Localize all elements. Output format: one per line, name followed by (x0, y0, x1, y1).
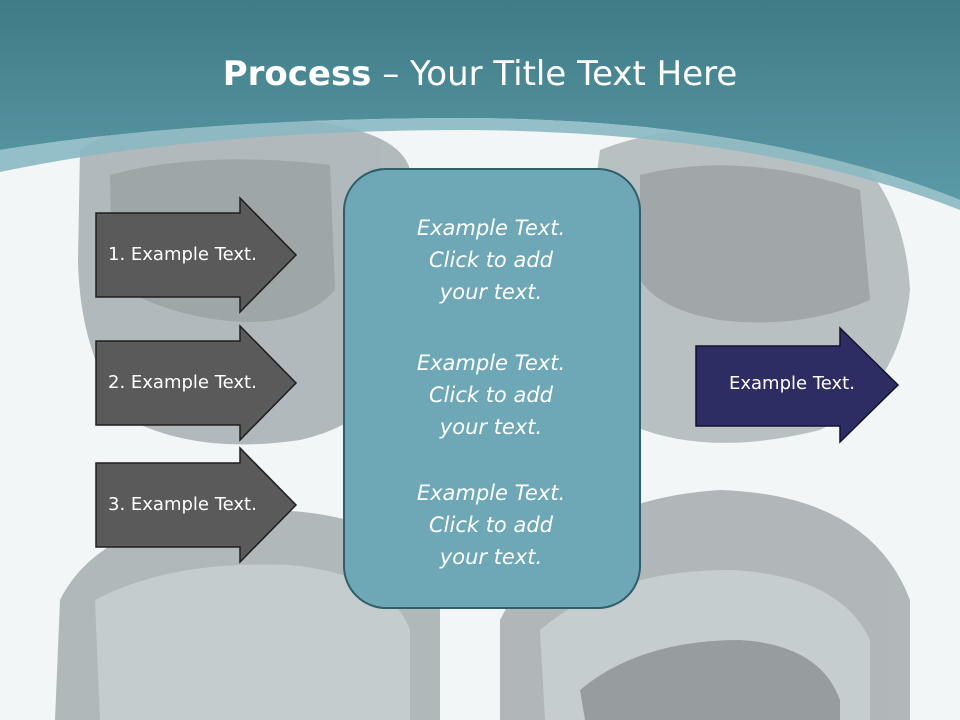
input-label-3: 3. Example Text. (108, 494, 257, 515)
center-text-line: your text. (439, 280, 543, 304)
center-text-line: your text. (439, 545, 543, 569)
center-text-line: Click to add (428, 248, 553, 272)
output-label: Example Text. (729, 373, 855, 394)
center-process-box[interactable] (343, 168, 641, 609)
page-title: Process – Your Title Text Here (0, 52, 960, 96)
center-text-line: Click to add (428, 513, 553, 537)
center-text-line: your text. (439, 415, 543, 439)
input-label-1: 1. Example Text. (108, 244, 257, 265)
header-band (0, 0, 960, 200)
input-arrow-1[interactable] (95, 196, 298, 314)
header-swoosh (0, 118, 960, 210)
center-text-line: Example Text. (416, 351, 566, 375)
center-text-line: Click to add (428, 383, 553, 407)
input-arrow-3[interactable] (95, 446, 298, 564)
title-rest: – Your Title Text Here (371, 54, 738, 94)
center-text-block-2: Example Text. Click to add your text. (360, 347, 622, 443)
input-arrow-2[interactable] (95, 324, 298, 442)
output-arrow[interactable] (695, 326, 900, 444)
title-bold: Process (222, 54, 372, 94)
input-label-2: 2. Example Text. (108, 372, 257, 393)
center-text-block-1: Example Text. Click to add your text. (360, 212, 622, 308)
input-arrows (95, 196, 298, 564)
center-text-block-3: Example Text. Click to add your text. (360, 477, 622, 573)
center-text-line: Example Text. (416, 216, 566, 240)
center-text-line: Example Text. (416, 481, 566, 505)
